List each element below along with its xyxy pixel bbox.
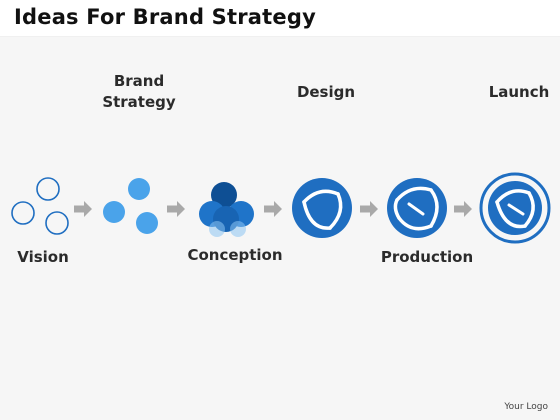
stage-label-brand-strategy: Brand Strategy bbox=[102, 72, 176, 111]
conception-icon bbox=[199, 182, 254, 237]
stage-label-conception: Conception bbox=[187, 246, 283, 264]
design-icon bbox=[292, 178, 352, 238]
stage-label-production: Production bbox=[380, 248, 474, 266]
page-title: Ideas For Brand Strategy bbox=[14, 5, 316, 29]
slide-canvas bbox=[0, 37, 560, 420]
arrow-icon bbox=[167, 201, 185, 217]
vision-icon bbox=[11, 177, 69, 235]
stage-label-design: Design bbox=[296, 83, 356, 101]
stage-label-vision: Vision bbox=[17, 248, 69, 266]
arrow-icon bbox=[360, 201, 378, 217]
production-icon bbox=[387, 178, 447, 238]
arrow-icon bbox=[74, 201, 92, 217]
arrow-icon bbox=[454, 201, 472, 217]
arrow-icon bbox=[264, 201, 282, 217]
logo-text: Your Logo bbox=[504, 402, 548, 412]
launch-icon bbox=[479, 172, 551, 244]
stage-label-launch: Launch bbox=[488, 83, 550, 101]
brand-strategy-icon bbox=[103, 178, 158, 234]
title-bar: Ideas For Brand Strategy bbox=[0, 0, 560, 37]
